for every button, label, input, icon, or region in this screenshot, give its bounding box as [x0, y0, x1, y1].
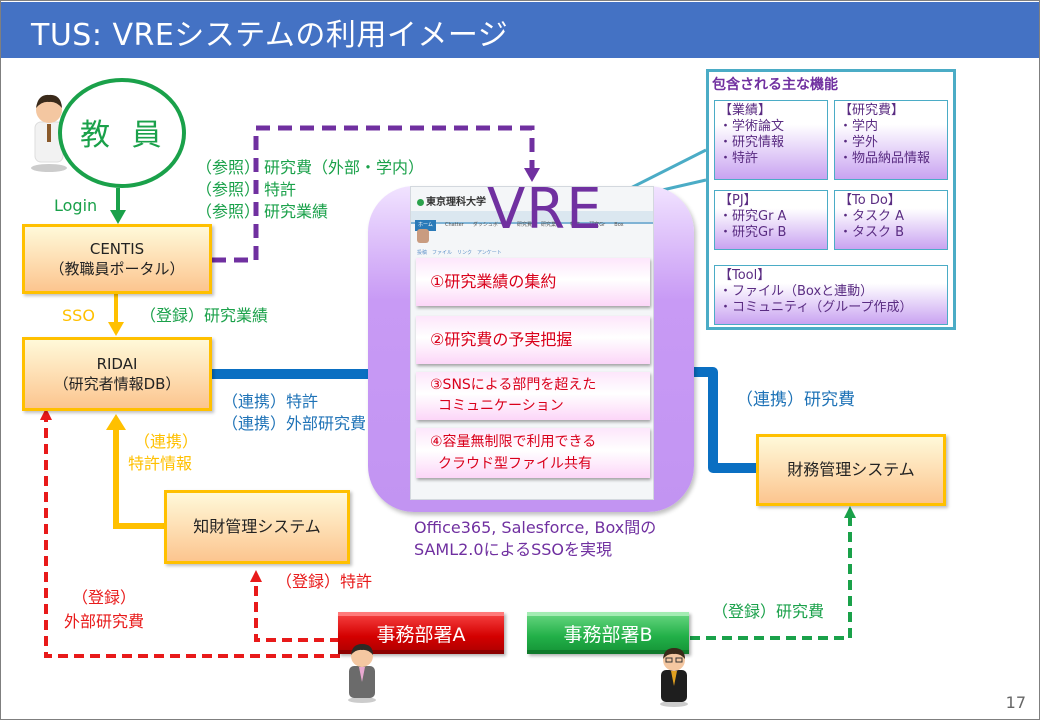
vre-title: VRE [487, 177, 603, 242]
title-bar: TUS: VREシステムの利用イメージ [1, 2, 1039, 58]
login-label: Login [54, 196, 98, 215]
dept-a-box: 事務部署A [338, 612, 504, 654]
slide-title: TUS: VREシステムの利用イメージ [31, 18, 509, 53]
refer-arrowhead [524, 168, 540, 182]
register-achievements-label: （登録）研究業績 [140, 306, 269, 325]
vre-screen-tabbar: ホーム Chatter ダッシュボード 研究費 研究業績 特許 研究Gr Box [411, 211, 653, 231]
refer-label-3: （参照）研究業績 [196, 202, 329, 221]
vre-screen-tab[interactable]: 研究費 [516, 222, 532, 228]
feature-group-achievements: 【業績】 ・学術論文 ・研究情報 ・特許 [714, 100, 828, 180]
feature-group-pj: 【PJ】 ・研究Gr A ・研究Gr B [714, 190, 828, 250]
vre-feature-2: ②研究費の予実把握 [416, 316, 650, 364]
deptA-ridai-arrowhead [40, 408, 52, 420]
vre-screen-tab[interactable]: Box [614, 222, 624, 228]
link-ip-label-1: （連携） [134, 432, 199, 451]
vre-screen-tab[interactable]: 特許 [570, 222, 581, 228]
ridai-sub: （研究者情報DB） [53, 375, 181, 393]
dept-a-person-icon [348, 644, 376, 703]
deptB-finance-arrowhead [844, 506, 856, 518]
vre-screen-tab[interactable]: ダッシュボード [472, 222, 508, 228]
feature-group-tool: 【Tool】 ・ファイル（Boxと連動） ・コミュニティ（グループ作成） [714, 265, 948, 325]
link-fund-label: （連携）研究費 [736, 390, 855, 410]
vre-screen-avatar [417, 229, 429, 243]
vre-screen-tab[interactable]: Chatter [444, 222, 464, 228]
register-external-fund-label-2: 外部研究費 [64, 612, 145, 631]
deptA-ip-connector [254, 582, 340, 642]
callout-title: 包含される主な機能 [712, 77, 838, 93]
vre-screen-tab[interactable]: 研究業績 [541, 222, 562, 228]
refer-label-1: （参照）研究費（外部・学内） [196, 158, 425, 177]
feature-group-todo: 【To Do】 ・タスク A ・タスク B [834, 190, 948, 250]
vre-feature-1: ①研究業績の集約 [416, 258, 650, 306]
sso-note-line-2: SAML2.0によるSSOを実現 [414, 540, 612, 559]
register-external-fund-label-1: （登録） [72, 588, 137, 607]
dept-b-person-icon [660, 648, 688, 707]
feature-group-funds: 【研究費】 ・学内 ・学外 ・物品納品情報 [834, 100, 948, 180]
vre-screen-logo: 東京理科大学 [417, 193, 486, 208]
vre-feature-4: ④容量無制限で利用できる クラウド型ファイル共有 [416, 428, 650, 478]
link-external-fund-label: （連携）外部研究費 [222, 414, 367, 433]
ip-ridai-connector [113, 426, 165, 529]
deptA-ip-arrowhead [250, 570, 262, 582]
link-patent-label: （連携）特許 [222, 392, 319, 411]
vre-feature-3: ③SNSによる部門を超えた コミュニケーション [416, 372, 650, 420]
link-ip-label-2: 特許情報 [128, 454, 193, 473]
ridai-name: RIDAI [96, 355, 138, 373]
logo-dot-icon [417, 198, 424, 206]
centis-box: CENTIS （教職員ポータル） [22, 224, 212, 294]
finance-vre-connector [676, 367, 758, 473]
ip-ridai-arrowhead [106, 414, 126, 430]
login-arrowhead [110, 210, 126, 224]
vre-screen-tab[interactable]: 研究Gr [589, 222, 606, 228]
ip-system-box: 知財管理システム [164, 490, 350, 564]
refer-connector [212, 125, 535, 263]
ridai-box: RIDAI （研究者情報DB） [22, 337, 212, 411]
deptB-finance-connector [690, 518, 852, 640]
deptA-ridai-connector [44, 420, 340, 658]
refer-label-2: （参照）特許 [196, 180, 297, 199]
finance-system-box: 財務管理システム [756, 434, 946, 506]
centis-sub: （教職員ポータル） [49, 260, 185, 278]
sso-label: SSO [62, 306, 95, 325]
sso-note-line-1: Office365, Salesforce, Box間の [414, 518, 657, 537]
vre-screen-tab[interactable]: ホーム [415, 220, 436, 231]
vre-screen-post-actions: 投稿 ファイル リンク アンケート [417, 250, 502, 256]
ip-system-name: 知財管理システム [193, 517, 321, 536]
finance-system-name: 財務管理システム [787, 460, 915, 479]
dept-b-box: 事務部署B [527, 612, 689, 654]
register-patent-label: （登録）特許 [276, 572, 373, 591]
sso-arrowhead [108, 322, 124, 336]
centis-name: CENTIS [89, 240, 145, 258]
register-fund-b-label: （登録）研究費 [712, 602, 825, 621]
page-number: 17 [1005, 693, 1026, 712]
teacher-node [58, 78, 186, 188]
teacher-label: 教 員 [80, 118, 168, 153]
